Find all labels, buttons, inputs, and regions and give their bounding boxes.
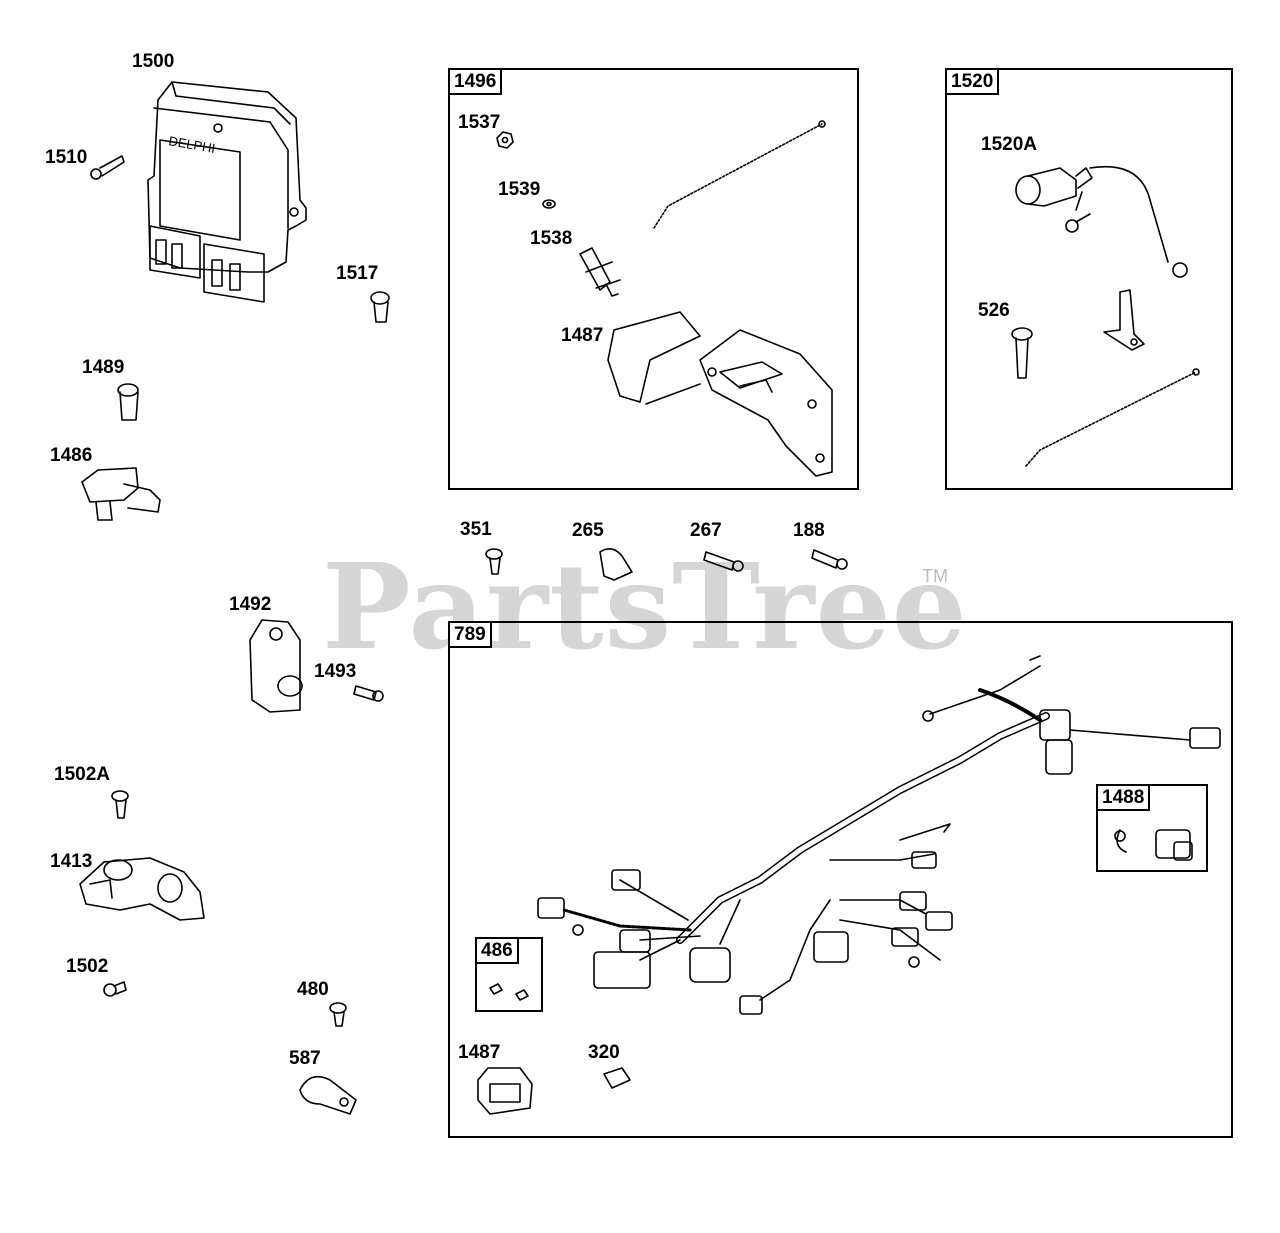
bracket-icon[interactable] [1103,289,1145,351]
part-label-587[interactable]: 587 [289,1048,321,1069]
terminal-icon[interactable] [489,983,529,1001]
fuse-icon[interactable] [603,1067,631,1089]
connector-icon[interactable] [1114,829,1193,861]
part-label-1510[interactable]: 1510 [45,147,88,168]
bolt-icon[interactable] [111,790,129,819]
part-label-320[interactable]: 320 [588,1042,620,1063]
part-label-1537[interactable]: 1537 [458,112,501,133]
clamp-icon[interactable] [299,1075,357,1115]
connector-icon[interactable] [477,1067,533,1115]
bolt-icon[interactable] [329,1002,347,1027]
group-label-486: 486 [477,939,519,964]
bolt-icon[interactable] [485,548,503,575]
tie-strap-icon[interactable] [653,120,826,229]
part-label-1500[interactable]: 1500 [132,51,175,72]
part-label-267[interactable]: 267 [690,520,722,541]
bolt-icon[interactable] [117,383,139,421]
bracket-icon[interactable] [249,619,303,713]
part-label-1413[interactable]: 1413 [50,851,93,872]
part-label-1538[interactable]: 1538 [530,228,573,249]
part-label-1502[interactable]: 1502 [66,956,109,977]
group-label-1496: 1496 [450,70,503,95]
svg-text:DELPHI: DELPHI [167,133,216,156]
clip-icon[interactable] [599,548,633,581]
bolt-icon[interactable] [103,981,127,997]
group-box-1496: 1496 [448,68,859,490]
group-label-789: 789 [450,623,492,648]
group-box-789: 789 [448,621,1233,1138]
grommet-icon[interactable] [579,247,621,297]
sensor-icon[interactable] [81,467,161,521]
part-label-1487-upper[interactable]: 1487 [561,325,604,346]
ecu-module-icon[interactable]: DELPHI [147,81,307,303]
bolt-icon[interactable] [1011,327,1033,379]
throttle-body-icon[interactable] [79,857,205,921]
part-label-480[interactable]: 480 [297,979,329,1000]
part-label-1520A[interactable]: 1520A [981,134,1037,155]
bolt-icon[interactable] [353,685,384,702]
part-label-351[interactable]: 351 [460,519,492,540]
group-box-1520: 1520 [945,68,1233,490]
part-label-265[interactable]: 265 [572,520,604,541]
part-label-1489[interactable]: 1489 [82,357,125,378]
wiring-harness-icon[interactable] [537,655,1221,1015]
bolt-icon[interactable] [370,291,390,323]
group-label-1488: 1488 [1098,786,1151,811]
part-label-1486[interactable]: 1486 [50,445,93,466]
group-box-1488: 1488 [1096,784,1208,872]
group-box-486: 486 [475,937,543,1012]
part-label-526[interactable]: 526 [978,300,1010,321]
mounting-bracket-icon[interactable] [607,311,833,477]
bolt-icon[interactable] [90,155,125,180]
bolt-icon[interactable] [811,549,848,570]
tie-strap-icon[interactable] [1025,368,1200,467]
group-label-1520: 1520 [947,70,1000,95]
part-label-1539[interactable]: 1539 [498,179,541,200]
part-label-188[interactable]: 188 [793,520,825,541]
washer-icon[interactable] [542,199,556,209]
bolt-icon[interactable] [703,551,744,572]
bolt-icon[interactable] [496,131,514,149]
part-label-1487-lower[interactable]: 1487 [458,1042,501,1063]
watermark: PartsTree [322,537,968,676]
part-label-1517[interactable]: 1517 [336,263,379,284]
part-label-1493[interactable]: 1493 [314,661,357,682]
watermark-trademark: TM [922,566,948,586]
temperature-sensor-icon[interactable] [1015,165,1188,278]
part-label-1492[interactable]: 1492 [229,594,272,615]
part-label-1502A[interactable]: 1502A [54,764,110,785]
